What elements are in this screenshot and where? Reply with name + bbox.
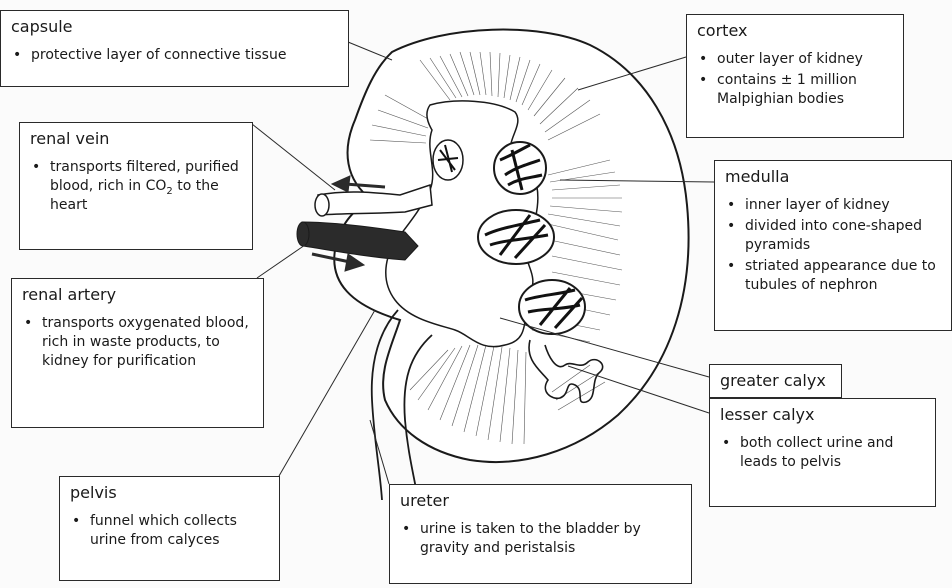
pyramid-upper [494, 142, 546, 194]
renal-vein-bullet-1: transports filtered, purified blood, ric… [30, 158, 243, 215]
pyramid-top-left [433, 140, 463, 180]
medulla-title: medulla [725, 167, 942, 187]
co2-main: CO [146, 178, 167, 194]
lesser-calyx-title: lesser calyx [720, 405, 926, 425]
cortex-bullet-2: contains ± 1 million Malpighian bodies [697, 71, 894, 109]
pelvis-label: pelvis funnel which collects urine from … [59, 476, 280, 581]
capsule-title: capsule [11, 17, 339, 37]
renal-artery-label: renal artery transports oxygenated blood… [11, 278, 264, 428]
lesser-calyx-label: lesser calyx both collect urine and lead… [709, 398, 936, 507]
capsule-label: capsule protective layer of connective t… [0, 10, 349, 87]
greater-calyx-label: greater calyx [709, 364, 842, 398]
cortex-bullet-1: outer layer of kidney [697, 50, 894, 69]
renal-vein-title: renal vein [30, 129, 243, 149]
renal-artery-bullet-1: transports oxygenated blood, rich in was… [22, 314, 254, 371]
ureter-label: ureter urine is taken to the bladder by … [389, 484, 692, 584]
medulla-bullet-2: divided into cone-shaped pyramids [725, 217, 942, 255]
ureter-title: ureter [400, 491, 682, 511]
medulla-label: medulla inner layer of kidney divided in… [714, 160, 952, 331]
ureter-bullet-1: urine is taken to the bladder by gravity… [400, 520, 682, 558]
cortex-label: cortex outer layer of kidney contains ± … [686, 14, 904, 138]
renal-artery-title: renal artery [22, 285, 254, 305]
pelvis-bullet-1: funnel which collects urine from calyces [70, 512, 270, 550]
capsule-bullet-1: protective layer of connective tissue [11, 46, 339, 65]
medulla-bullet-1: inner layer of kidney [725, 196, 942, 215]
pyramid-middle [478, 210, 554, 264]
cortex-title: cortex [697, 21, 894, 41]
greater-calyx-title: greater calyx [720, 371, 832, 391]
medulla-bullet-3: striated appearance due to tubules of ne… [725, 257, 942, 295]
renal-vein-label: renal vein transports filtered, purified… [19, 122, 253, 250]
pelvis-title: pelvis [70, 483, 270, 503]
lesser-calyx-bullet-1: both collect urine and leads to pelvis [720, 434, 926, 472]
